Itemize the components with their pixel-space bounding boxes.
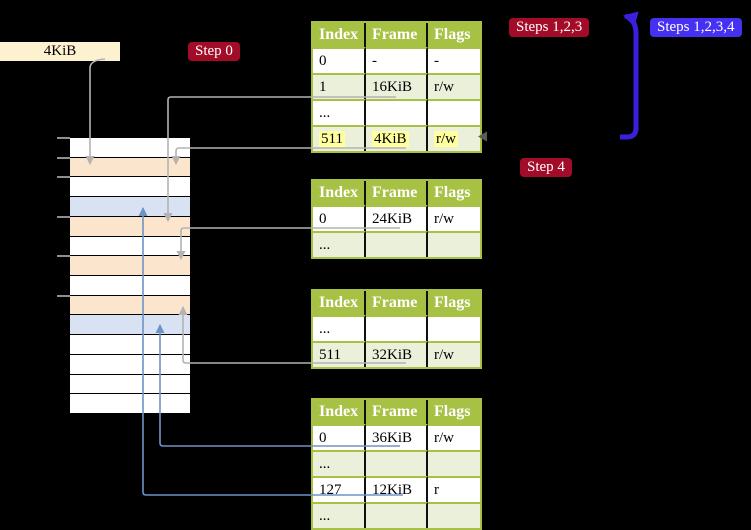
flags-cell: [428, 99, 480, 125]
table-row: ...: [313, 450, 480, 476]
frame-size-label: 4KiB: [0, 42, 120, 61]
table-header-row: Index Frame Flags: [313, 400, 480, 424]
table-row: ...: [313, 315, 480, 341]
flags-cell: [428, 450, 480, 476]
column-header-frame: Frame: [366, 181, 428, 205]
flags-cell: r/w: [428, 341, 480, 367]
memory-frame-row: [70, 354, 190, 375]
memory-frame-row: [70, 335, 190, 355]
frame-cell: [366, 450, 428, 476]
table-header-row: Index Frame Flags: [313, 291, 480, 315]
memory-tick: [57, 157, 70, 159]
frame-cell: 4KiB: [366, 125, 428, 151]
index-cell: 127: [313, 476, 366, 502]
highlighted-value: 4KiB: [372, 130, 409, 147]
frame-cell: 36KiB: [366, 424, 428, 450]
memory-frame-row: [70, 197, 190, 217]
flags-cell: r/w: [428, 205, 480, 231]
table-row: 0 36KiB r/w: [313, 424, 480, 450]
table-row: ...: [313, 502, 480, 528]
highlighted-value: r/w: [434, 130, 458, 147]
page-table-4: Index Frame Flags 0 36KiB r/w ... 127 12…: [311, 398, 482, 530]
column-header-flags: Flags: [428, 181, 480, 205]
frame-cell: -: [366, 47, 428, 73]
memory-frame-row: [70, 256, 190, 277]
index-cell: 0: [313, 424, 366, 450]
badge-step-0: Step 0: [188, 42, 240, 61]
badge-step-4: Step 4: [520, 158, 572, 177]
flags-cell: r/w: [428, 125, 480, 151]
frame-cell: 16KiB: [366, 73, 428, 99]
index-cell: ...: [313, 231, 366, 257]
memory-frame-row: [70, 295, 190, 316]
frame-cell: [366, 315, 428, 341]
memory-tick: [57, 216, 70, 218]
index-cell: 1: [313, 73, 366, 99]
frame-cell: 12KiB: [366, 476, 428, 502]
memory-frame-row: [70, 177, 190, 198]
table-row: 511 32KiB r/w: [313, 341, 480, 367]
column-header-flags: Flags: [428, 23, 480, 47]
memory-tick: [57, 255, 70, 257]
column-header-frame: Frame: [366, 23, 428, 47]
memory-column: [70, 138, 190, 415]
column-header-flags: Flags: [428, 400, 480, 424]
column-header-index: Index: [313, 181, 366, 205]
table-row-highlighted: 511 4KiB r/w: [313, 125, 480, 151]
flags-cell: [428, 315, 480, 341]
index-cell: 511: [313, 341, 366, 367]
badge-steps-1-2-3-4: Steps 1,2,3,4: [650, 18, 742, 37]
page-table-3: Index Frame Flags ... 511 32KiB r/w: [311, 289, 482, 369]
page-table-2: Index Frame Flags 0 24KiB r/w ...: [311, 179, 482, 259]
column-header-index: Index: [313, 400, 366, 424]
memory-frame-row: [70, 138, 190, 158]
flags-cell: r/w: [428, 424, 480, 450]
memory-frame-row: [70, 216, 190, 237]
memory-frame-row: [70, 157, 190, 178]
table-row: ...: [313, 99, 480, 125]
memory-frame-row: [70, 276, 190, 296]
arrow-steps-loop: [620, 11, 639, 140]
table-row: 1 16KiB r/w: [313, 73, 480, 99]
index-cell: 0: [313, 47, 366, 73]
frame-cell: 32KiB: [366, 341, 428, 367]
memory-frame-row: [70, 374, 190, 395]
table-row: 0 - -: [313, 47, 480, 73]
index-cell: 511: [313, 125, 366, 151]
column-header-frame: Frame: [366, 291, 428, 315]
table-row: 0 24KiB r/w: [313, 205, 480, 231]
frame-cell: 24KiB: [366, 205, 428, 231]
column-header-index: Index: [313, 23, 366, 47]
frame-cell: [366, 502, 428, 528]
column-header-index: Index: [313, 291, 366, 315]
memory-tick: [57, 176, 70, 178]
memory-tick: [57, 295, 70, 297]
frame-cell: [366, 99, 428, 125]
column-header-frame: Frame: [366, 400, 428, 424]
index-cell: ...: [313, 502, 366, 528]
flags-cell: [428, 231, 480, 257]
badge-steps-1-2-3: Steps 1,2,3: [509, 18, 590, 37]
flags-cell: -: [428, 47, 480, 73]
page-table-1: Index Frame Flags 0 - - 1 16KiB r/w ... …: [311, 21, 482, 153]
table-row: 127 12KiB r: [313, 476, 480, 502]
memory-frame-row: [70, 394, 190, 415]
memory-frame-row: [70, 315, 190, 336]
table-header-row: Index Frame Flags: [313, 181, 480, 205]
index-cell: ...: [313, 450, 366, 476]
flags-cell: [428, 502, 480, 528]
index-cell: 0: [313, 205, 366, 231]
column-header-flags: Flags: [428, 291, 480, 315]
index-cell: ...: [313, 315, 366, 341]
table-row: ...: [313, 231, 480, 257]
frame-cell: [366, 231, 428, 257]
index-cell: ...: [313, 99, 366, 125]
flags-cell: r/w: [428, 73, 480, 99]
highlighted-value: 511: [319, 130, 345, 147]
memory-frame-row: [70, 236, 190, 257]
flags-cell: r: [428, 476, 480, 502]
table-header-row: Index Frame Flags: [313, 23, 480, 47]
memory-tick: [57, 137, 70, 139]
